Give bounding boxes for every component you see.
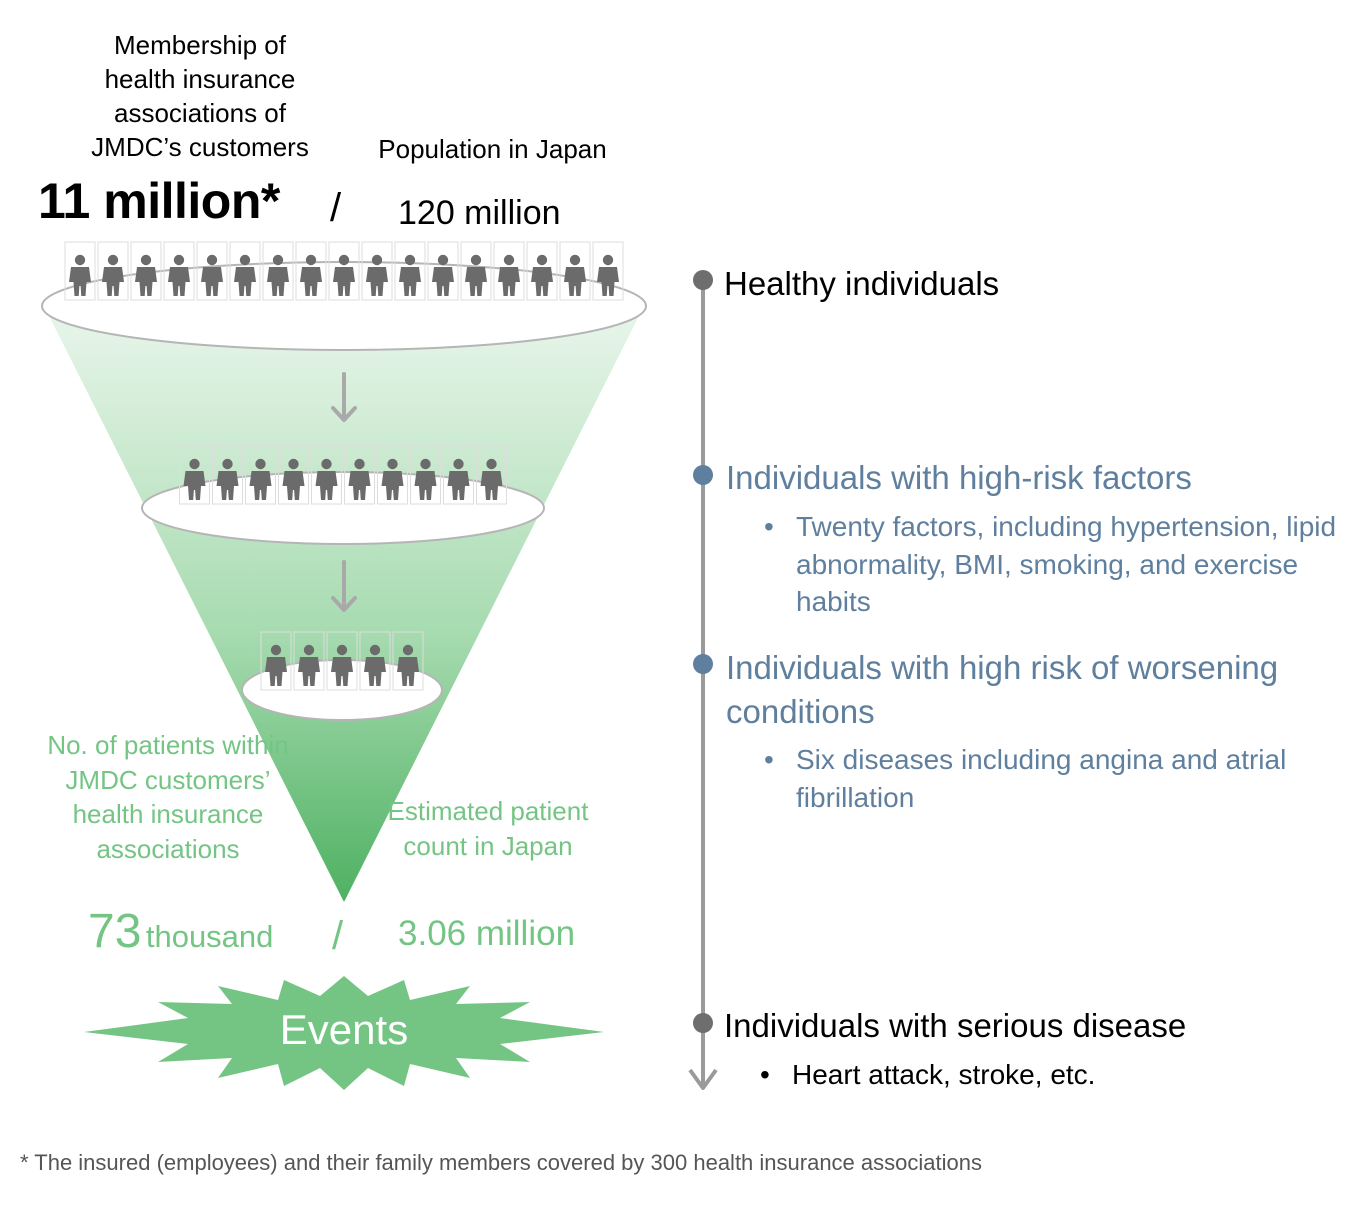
person-frame: [361, 241, 393, 301]
person-frame: [311, 445, 342, 505]
population-count: 120 million: [398, 194, 561, 232]
stage-title-healthy: Healthy individuals: [724, 265, 1000, 302]
person-frame: [328, 241, 360, 301]
person-frame: [427, 241, 459, 301]
patients-count-number: 73: [88, 905, 142, 958]
person-frame: [394, 241, 426, 301]
person-frame: [392, 631, 424, 691]
stage-bullet-worsening: • Six diseases including angina and atri…: [764, 741, 1324, 816]
person-frame: [493, 241, 525, 301]
stage-bullet-serious: • Heart attack, stroke, etc.: [760, 1056, 1260, 1094]
people-ring: [41, 241, 647, 351]
person-frame: [212, 445, 243, 505]
membership-label-line: Membership of: [114, 30, 286, 60]
person-frame: [163, 241, 195, 301]
person-frame: [295, 241, 327, 301]
membership-label-line: associations of: [114, 98, 286, 128]
bullet-icon: •: [764, 511, 774, 542]
people-ring: [241, 631, 443, 721]
person-frame: [410, 445, 441, 505]
bullet-icon: •: [760, 1059, 770, 1090]
bullet-text: Six diseases including angina and atrial…: [796, 744, 1287, 813]
stage-dot-high-risk: [693, 465, 713, 485]
stage-dot-healthy: [693, 270, 713, 290]
person-frame: [359, 631, 391, 691]
membership-label-line: JMDC’s customers: [91, 132, 309, 162]
stage-dot-worsening: [693, 654, 713, 674]
person-frame: [559, 241, 591, 301]
estimated-label: Estimated patient count in Japan: [387, 796, 589, 861]
person-frame: [377, 445, 408, 505]
person-frame: [278, 445, 309, 505]
events-label: Events: [279, 1006, 409, 1053]
person-frame: [326, 631, 358, 691]
person-frame: [344, 445, 375, 505]
person-frame: [592, 241, 624, 301]
patients-count: 73 thousand: [88, 904, 273, 959]
person-frame: [97, 241, 129, 301]
bullet-text: Heart attack, stroke, etc.: [792, 1059, 1096, 1090]
person-frame: [476, 445, 507, 505]
people-ring: [141, 445, 545, 545]
person-frame: [460, 241, 492, 301]
footnote: * The insured (employees) and their fami…: [20, 1150, 982, 1175]
starburst-icon: [84, 976, 604, 1090]
membership-count: 11 million*: [38, 173, 280, 229]
person-frame: [179, 445, 210, 505]
arrow-down-icon: [331, 372, 357, 422]
person-frame: [260, 631, 292, 691]
arrow-down-icon: [331, 560, 357, 612]
person-frame: [526, 241, 558, 301]
stage-dot-serious: [693, 1013, 713, 1033]
stage-title-high-risk: Individuals with high-risk factors: [726, 459, 1192, 496]
stage-title-serious: Individuals with serious disease: [724, 1007, 1187, 1044]
person-frame: [293, 631, 325, 691]
divider-slash: /: [332, 914, 344, 958]
person-frame: [245, 445, 276, 505]
patients-count-unit: thousand: [145, 919, 274, 954]
person-frame: [262, 241, 294, 301]
person-frame: [229, 241, 261, 301]
membership-label-line: health insurance: [104, 64, 296, 94]
population-label: Population in Japan: [378, 134, 607, 164]
person-frame: [443, 445, 474, 505]
bullet-text: Twenty factors, including hypertension, …: [796, 511, 1337, 617]
bullet-icon: •: [764, 744, 774, 775]
timeline-arrowhead-icon: [688, 1068, 718, 1090]
stage-title-worsening: Individuals with high risk of worsening …: [726, 649, 1279, 730]
stage-bullet-high-risk: • Twenty factors, including hypertension…: [764, 508, 1364, 621]
divider-slash: /: [330, 186, 342, 230]
patients-label: No. of patients within JMDC customers’ h…: [47, 730, 289, 864]
person-frame: [64, 241, 96, 301]
person-frame: [130, 241, 162, 301]
membership-label: Membership of health insurance associati…: [60, 28, 340, 164]
estimated-count: 3.06 million: [398, 914, 576, 953]
person-frame: [196, 241, 228, 301]
